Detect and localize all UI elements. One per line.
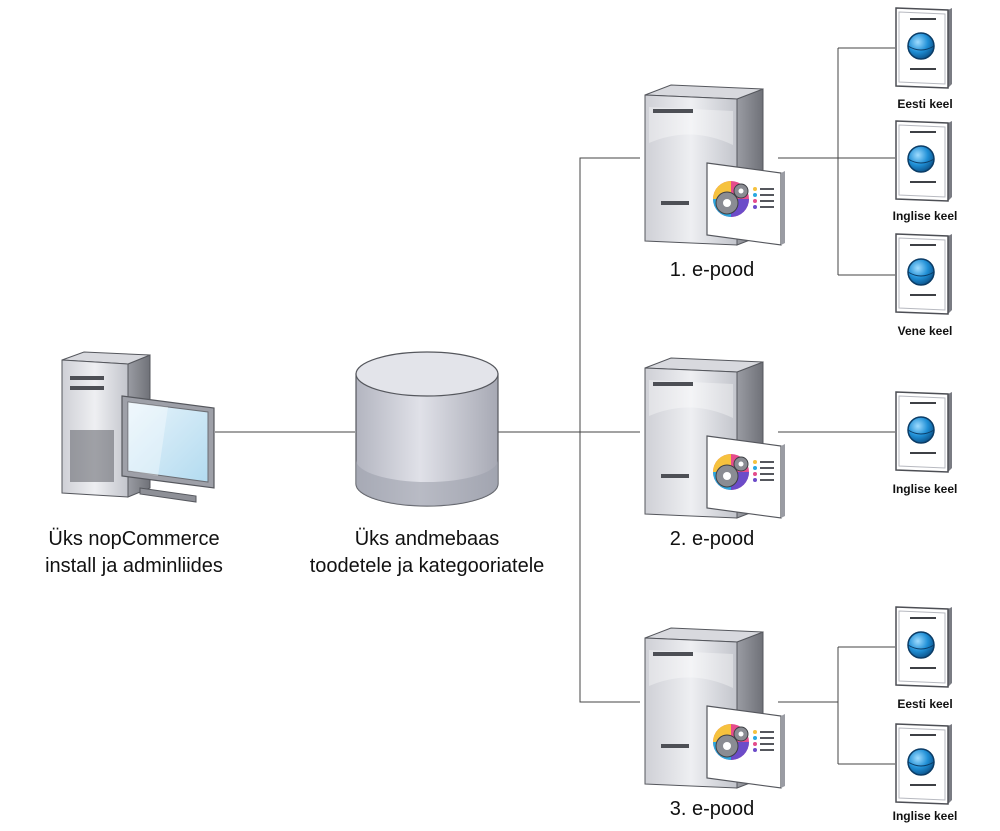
application-server-icon (644, 357, 786, 519)
web-page-globe-icon (895, 233, 953, 315)
database-label-line-2: toodetele ja kategooriatele (310, 555, 545, 577)
database: Üks andmebaas toodetele ja kategooriatel… (310, 351, 545, 577)
store-3: 3. e-pood (644, 627, 786, 820)
store-1-label: 1. e-pood (670, 259, 755, 281)
database-icon (355, 351, 499, 507)
store-1: 1. e-pood (644, 84, 786, 281)
store-3-languages: Eesti keel Inglise keel (893, 606, 958, 823)
store-2-label: 2. e-pood (670, 528, 755, 550)
store-3-label: 3. e-pood (670, 798, 755, 820)
web-page-globe-icon (895, 606, 953, 688)
store-1-language-2: Inglise keel (893, 209, 958, 223)
web-page-globe-icon (895, 723, 953, 805)
trunk-to-store-1-line (579, 157, 640, 432)
admin-label-line-2: install ja adminliides (45, 555, 223, 577)
store-2-language-1: Inglise keel (893, 482, 958, 496)
store-1-language-1: Eesti keel (897, 97, 952, 111)
application-server-icon (644, 627, 786, 789)
database-label-line-1: Üks andmebaas (355, 528, 500, 550)
store-1-language-3: Vene keel (898, 324, 953, 338)
web-page-globe-icon (895, 120, 953, 202)
trunk-to-store-3-line (579, 432, 640, 703)
web-page-globe-icon (895, 7, 953, 89)
admin-label-line-1: Üks nopCommerce (48, 528, 219, 550)
connectors (215, 47, 895, 765)
store-3-language-1: Eesti keel (897, 697, 952, 711)
admin-workstation: Üks nopCommerce install ja adminliides (45, 351, 223, 577)
store-2: 2. e-pood (644, 357, 786, 550)
application-server-icon (644, 84, 786, 246)
workstation-icon (61, 351, 215, 503)
store-1-languages: Eesti keel Inglise keel Vene keel (893, 7, 958, 338)
store-3-language-2: Inglise keel (893, 809, 958, 823)
store-2-languages: Inglise keel (893, 391, 958, 496)
web-page-globe-icon (895, 391, 953, 473)
